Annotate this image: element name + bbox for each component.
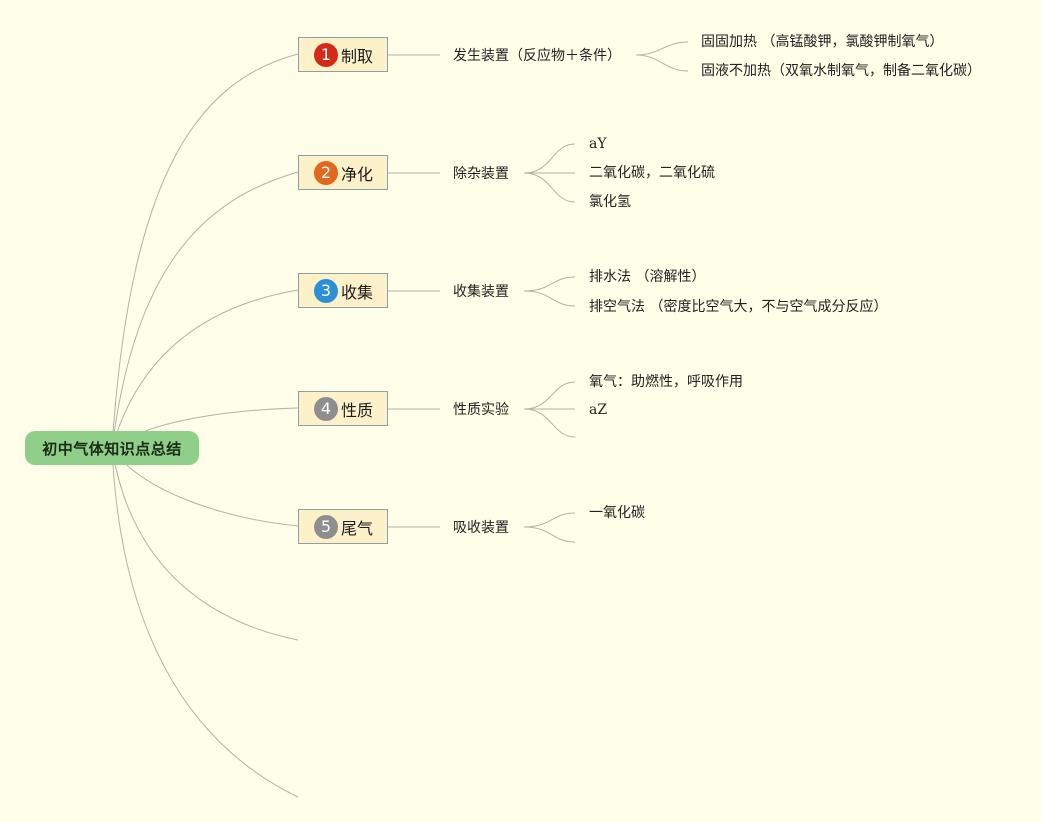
connector-root-empty-6: [111, 447, 299, 641]
connector-sub-2-leaf-1: [523, 143, 576, 174]
topic-node-2[interactable]: 2 净化: [298, 155, 388, 190]
priority-5-icon: 5: [314, 514, 338, 539]
topic-node-3[interactable]: 3 收集: [298, 273, 388, 308]
connector-sub-1-leaf-1: [635, 41, 689, 56]
connector-root-topic-3: [111, 289, 299, 449]
leaf-5-1[interactable]: 一氧化碳: [589, 505, 645, 521]
topic-label-5: 尾气: [341, 518, 374, 538]
topic-label-2: 净化: [341, 164, 374, 184]
leaf-1-1[interactable]: 固固加热 （高锰酸钾，氯酸钾制氧气）: [701, 34, 944, 50]
connector-root-topic-2: [111, 171, 299, 449]
connector-sub-5-leaf-2: [523, 526, 576, 543]
connector-sub-2-leaf-3: [523, 172, 576, 203]
leaf-4-2[interactable]: aZ: [589, 402, 608, 418]
connector-sub-4-leaf-1: [523, 381, 576, 410]
leaf-1-2[interactable]: 固液不加热（双氧水制氧气，制备二氧化碳）: [701, 63, 981, 79]
leaf-2-1[interactable]: aY: [589, 136, 607, 152]
topic-node-4[interactable]: 4 性质: [298, 391, 388, 426]
topic-node-5[interactable]: 5 尾气: [298, 509, 388, 544]
leaf-3-1[interactable]: 排水法 （溶解性）: [589, 269, 706, 285]
priority-1-icon: 1: [314, 42, 338, 67]
subtopic-4[interactable]: 性质实验: [453, 402, 509, 418]
leaf-2-2[interactable]: 二氧化碳，二氧化硫: [589, 165, 715, 181]
topic-label-4: 性质: [341, 400, 374, 420]
subtopic-2[interactable]: 除杂装置: [453, 166, 509, 182]
topic-label-3: 收集: [341, 282, 374, 302]
subtopic-5[interactable]: 吸收装置: [453, 520, 509, 536]
priority-2-icon: 2: [314, 160, 338, 185]
priority-4-icon: 4: [314, 396, 338, 421]
leaf-3-2[interactable]: 排空气法 （密度比空气大，不与空气成分反应）: [589, 299, 888, 315]
leaf-2-3[interactable]: 氯化氢: [589, 194, 631, 210]
connector-sub-3-leaf-2: [523, 290, 576, 307]
topic-node-1[interactable]: 1 制取: [298, 37, 388, 72]
connector-sub-4-leaf-3: [523, 408, 576, 438]
connector-root-empty-7: [111, 447, 299, 798]
subtopic-3[interactable]: 收集装置: [453, 284, 509, 300]
root-topic[interactable]: 初中气体知识点总结: [25, 431, 199, 465]
connector-sub-3-leaf-1: [523, 276, 576, 292]
topic-label-1: 制取: [341, 46, 374, 66]
subtopic-1[interactable]: 发生装置（反应物＋条件）: [453, 48, 621, 64]
root-topic-label: 初中气体知识点总结: [42, 439, 182, 458]
leaf-4-1[interactable]: 氧气：助燃性，呼吸作用: [589, 374, 743, 390]
priority-3-icon: 3: [314, 278, 338, 303]
connector-root-topic-1: [111, 53, 299, 449]
connector-sub-5-leaf-1: [523, 512, 576, 528]
connector-sub-1-leaf-2: [635, 54, 689, 72]
